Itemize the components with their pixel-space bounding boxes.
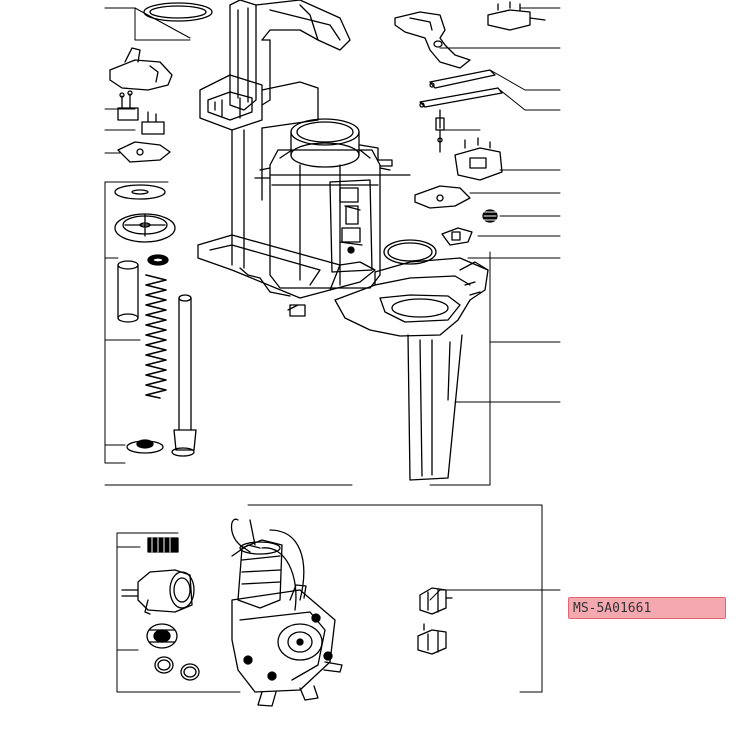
valve-body [121, 569, 195, 615]
pump-assembly [230, 518, 343, 707]
connector-clip [117, 141, 171, 163]
micro-switch-b [417, 623, 447, 655]
coil-spring [145, 274, 167, 399]
thermal-fuse [435, 109, 445, 153]
small-spring-nut [482, 209, 498, 223]
main-frame [197, 0, 376, 317]
small-bracket [441, 227, 473, 246]
switch-bracket [109, 47, 173, 91]
lever-arm [394, 11, 471, 69]
leader-lines [104, 7, 561, 693]
valve-cap [126, 439, 164, 454]
boiler-cylinder [254, 118, 411, 289]
o-ring-pair [154, 656, 200, 681]
o-ring-top [143, 2, 213, 22]
washer-disc [114, 184, 166, 200]
part-number-label[interactable]: MS-5A01661 [568, 597, 726, 619]
heating-rod-upper [429, 69, 496, 89]
microswitch-upper [117, 90, 139, 121]
tube-sleeve [117, 260, 139, 323]
relay-block [454, 137, 503, 181]
heating-rod-lower [419, 87, 503, 108]
micro-switch-a [419, 587, 453, 615]
piston-rod [171, 294, 197, 457]
gear-disc [114, 213, 176, 243]
threaded-nut [146, 623, 178, 649]
switch-top-right [487, 1, 546, 31]
spring-small [147, 537, 179, 553]
microswitch-lower [141, 111, 165, 135]
seal-small [147, 254, 169, 266]
gasket-ring [383, 239, 437, 265]
drip-funnel [334, 257, 489, 481]
clip-bracket [414, 185, 471, 209]
